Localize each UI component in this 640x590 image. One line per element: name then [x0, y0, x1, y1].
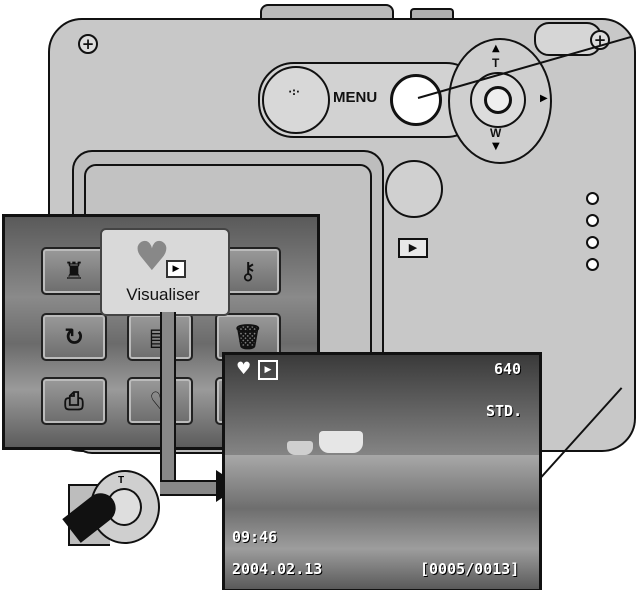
- indicator-lamp: [586, 258, 599, 271]
- playback-button[interactable]: [385, 160, 443, 218]
- indicator-lamp: [586, 236, 599, 249]
- tele-mark-icon: T: [118, 475, 125, 486]
- arrow-right-icon: ▶: [540, 93, 548, 104]
- connector-arrow-horizontal: [160, 480, 222, 496]
- visualiser-label: Visualiser: [126, 285, 200, 304]
- quality-readout: STD.: [486, 402, 523, 420]
- indicator-lamp: [586, 214, 599, 227]
- date-readout: 2004.02.13: [232, 560, 323, 578]
- menu-label: MENU: [333, 89, 378, 106]
- favorite-heart-icon: ♥: [236, 359, 252, 379]
- zoom-wide-label: W: [490, 126, 502, 140]
- image-size-readout: 640: [494, 360, 522, 378]
- connector-arrow-vertical: [160, 312, 176, 492]
- visualiser-tile[interactable]: [100, 228, 230, 316]
- photo-dinghy: [287, 441, 313, 455]
- photo-sea: [225, 455, 539, 589]
- time-readout: 09:46: [232, 528, 278, 546]
- rotate-icon[interactable]: ↻: [41, 313, 107, 361]
- photo-boat: [319, 431, 363, 453]
- zoom-center-button[interactable]: [484, 86, 512, 114]
- heart-icon: ♥: [134, 234, 170, 280]
- indicator-lamp: [586, 192, 599, 205]
- controller-button[interactable]: [262, 66, 330, 134]
- arrow-down-icon: ▼: [492, 141, 500, 152]
- menu-button[interactable]: [390, 74, 442, 126]
- print-icon[interactable]: ⎙: [41, 377, 107, 425]
- playback-mode-icon: ▶: [258, 360, 278, 380]
- playback-screen: [222, 352, 542, 590]
- playback-icon: ▶: [398, 238, 428, 258]
- playback-small-icon: ▶: [166, 260, 186, 278]
- arrow-up-icon: ▲: [492, 43, 500, 54]
- frame-counter-readout: [0005/0013]: [420, 560, 520, 578]
- zoom-tele-label: T: [492, 56, 500, 70]
- screw-icon: +: [78, 34, 98, 54]
- slideshow-icon[interactable]: ♜: [41, 247, 107, 295]
- controller-dots-icon: ·:·: [288, 87, 300, 98]
